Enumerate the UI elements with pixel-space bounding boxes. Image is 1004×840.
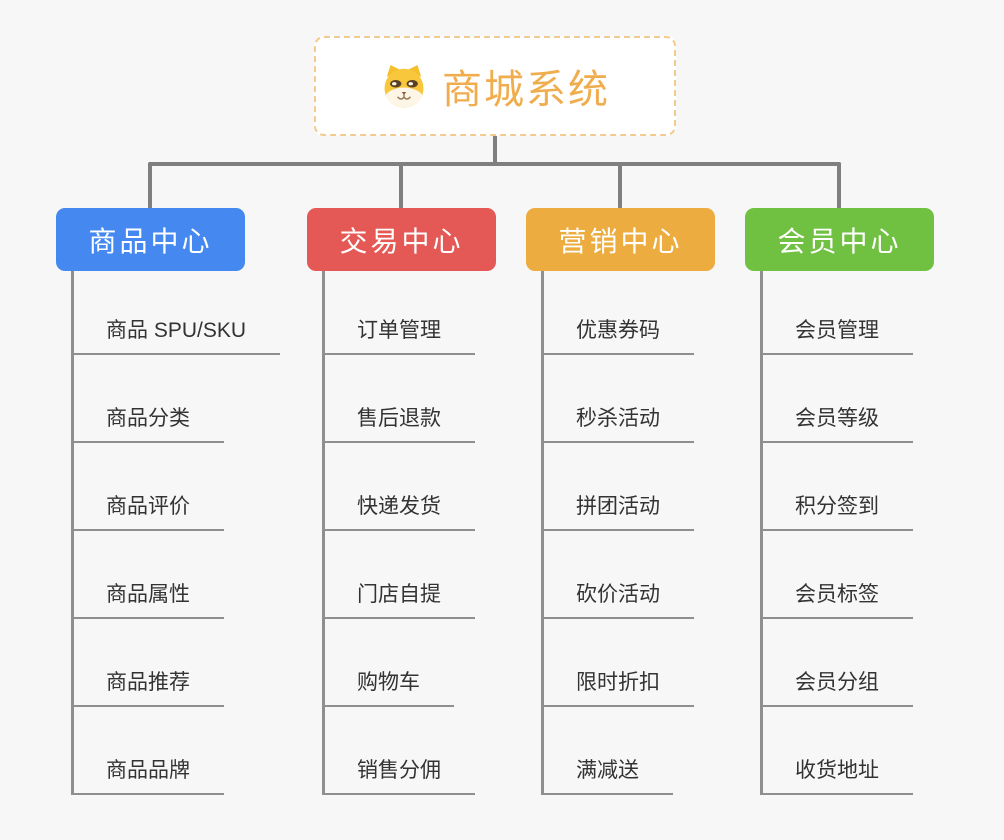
- branch-product-center: 商品中心 商品 SPU/SKU 商品分类 商品评价 商品属性 商品推荐 商品品牌: [56, 208, 291, 795]
- branch-marketing-center: 营销中心 优惠券码 秒杀活动 拼团活动 砍价活动 限时折扣 满减送: [526, 208, 761, 795]
- branch-member-center: 会员中心 会员管理 会员等级 积分签到 会员标签 会员分组 收货地址: [745, 208, 980, 795]
- node-label: 砍价活动: [544, 578, 694, 619]
- mindmap-node[interactable]: 商品评价: [74, 443, 291, 531]
- mindmap-node[interactable]: 满减送: [544, 707, 761, 795]
- shiba-dog-icon: [380, 63, 428, 109]
- mindmap-node[interactable]: 商品 SPU/SKU: [74, 271, 291, 355]
- node-label: 商品评价: [74, 490, 224, 531]
- node-label: 商品推荐: [74, 666, 224, 707]
- node-label: 积分签到: [763, 490, 913, 531]
- node-label: 优惠券码: [544, 314, 694, 355]
- branch-box-product-center[interactable]: 商品中心: [56, 208, 245, 271]
- connector-drop-3: [618, 162, 622, 209]
- node-label: 满减送: [544, 754, 673, 795]
- mindmap-node[interactable]: 会员标签: [763, 531, 980, 619]
- branch-label: 营销中心: [558, 225, 683, 257]
- mindmap-node[interactable]: 订单管理: [325, 271, 542, 355]
- branch-items-marketing-center: 优惠券码 秒杀活动 拼团活动 砍价活动 限时折扣 满减送: [541, 271, 761, 795]
- mindmap-node[interactable]: 优惠券码: [544, 271, 761, 355]
- mindmap-node[interactable]: 商品推荐: [74, 619, 291, 707]
- node-label: 商品 SPU/SKU: [74, 314, 281, 355]
- connector-drop-1: [148, 162, 152, 209]
- mindmap-node[interactable]: 门店自提: [325, 531, 542, 619]
- node-label: 秒杀活动: [544, 402, 694, 443]
- node-label: 订单管理: [325, 314, 475, 355]
- mindmap-node[interactable]: 限时折扣: [544, 619, 761, 707]
- branch-label: 会员中心: [777, 225, 902, 257]
- node-label: 拼团活动: [544, 490, 694, 531]
- root-node[interactable]: 商城系统: [314, 36, 676, 136]
- branch-label: 交易中心: [339, 225, 464, 257]
- branch-box-marketing-center[interactable]: 营销中心: [526, 208, 715, 271]
- mindmap-node[interactable]: 快递发货: [325, 443, 542, 531]
- connector-drop-2: [399, 162, 403, 209]
- branch-items-trade-center: 订单管理 售后退款 快递发货 门店自提 购物车 销售分佣: [322, 271, 542, 795]
- mindmap-node[interactable]: 会员分组: [763, 619, 980, 707]
- mindmap-node[interactable]: 积分签到: [763, 443, 980, 531]
- node-label: 会员等级: [763, 402, 913, 443]
- node-label: 商品分类: [74, 402, 224, 443]
- connector-drop-4: [837, 162, 841, 209]
- mindmap-node[interactable]: 拼团活动: [544, 443, 761, 531]
- mindmap-node[interactable]: 砍价活动: [544, 531, 761, 619]
- node-label: 商品属性: [74, 578, 224, 619]
- node-label: 门店自提: [325, 578, 475, 619]
- mindmap-node[interactable]: 会员等级: [763, 355, 980, 443]
- mindmap-node[interactable]: 商品品牌: [74, 707, 291, 795]
- node-label: 限时折扣: [544, 666, 694, 707]
- mindmap-node[interactable]: 会员管理: [763, 271, 980, 355]
- mindmap-node[interactable]: 售后退款: [325, 355, 542, 443]
- mindmap-node[interactable]: 销售分佣: [325, 707, 542, 795]
- node-label: 会员标签: [763, 578, 913, 619]
- node-label: 购物车: [325, 666, 454, 707]
- branch-items-member-center: 会员管理 会员等级 积分签到 会员标签 会员分组 收货地址: [760, 271, 980, 795]
- mindmap-node[interactable]: 商品分类: [74, 355, 291, 443]
- node-label: 收货地址: [763, 754, 913, 795]
- branch-trade-center: 交易中心 订单管理 售后退款 快递发货 门店自提 购物车 销售分佣: [307, 208, 542, 795]
- node-label: 会员分组: [763, 666, 913, 707]
- branch-box-trade-center[interactable]: 交易中心: [307, 208, 496, 271]
- connector-root-drop: [493, 134, 497, 166]
- root-title: 商城系统: [442, 68, 610, 112]
- mindmap-node[interactable]: 购物车: [325, 619, 542, 707]
- branch-label: 商品中心: [88, 225, 213, 257]
- mindmap-node[interactable]: 秒杀活动: [544, 355, 761, 443]
- node-label: 销售分佣: [325, 754, 475, 795]
- branch-box-member-center[interactable]: 会员中心: [745, 208, 934, 271]
- node-label: 会员管理: [763, 314, 913, 355]
- mindmap-node[interactable]: 收货地址: [763, 707, 980, 795]
- connector-rail: [148, 162, 841, 166]
- node-label: 售后退款: [325, 402, 475, 443]
- node-label: 商品品牌: [74, 754, 224, 795]
- branch-items-product-center: 商品 SPU/SKU 商品分类 商品评价 商品属性 商品推荐 商品品牌: [71, 271, 291, 795]
- node-label: 快递发货: [325, 490, 475, 531]
- mindmap-node[interactable]: 商品属性: [74, 531, 291, 619]
